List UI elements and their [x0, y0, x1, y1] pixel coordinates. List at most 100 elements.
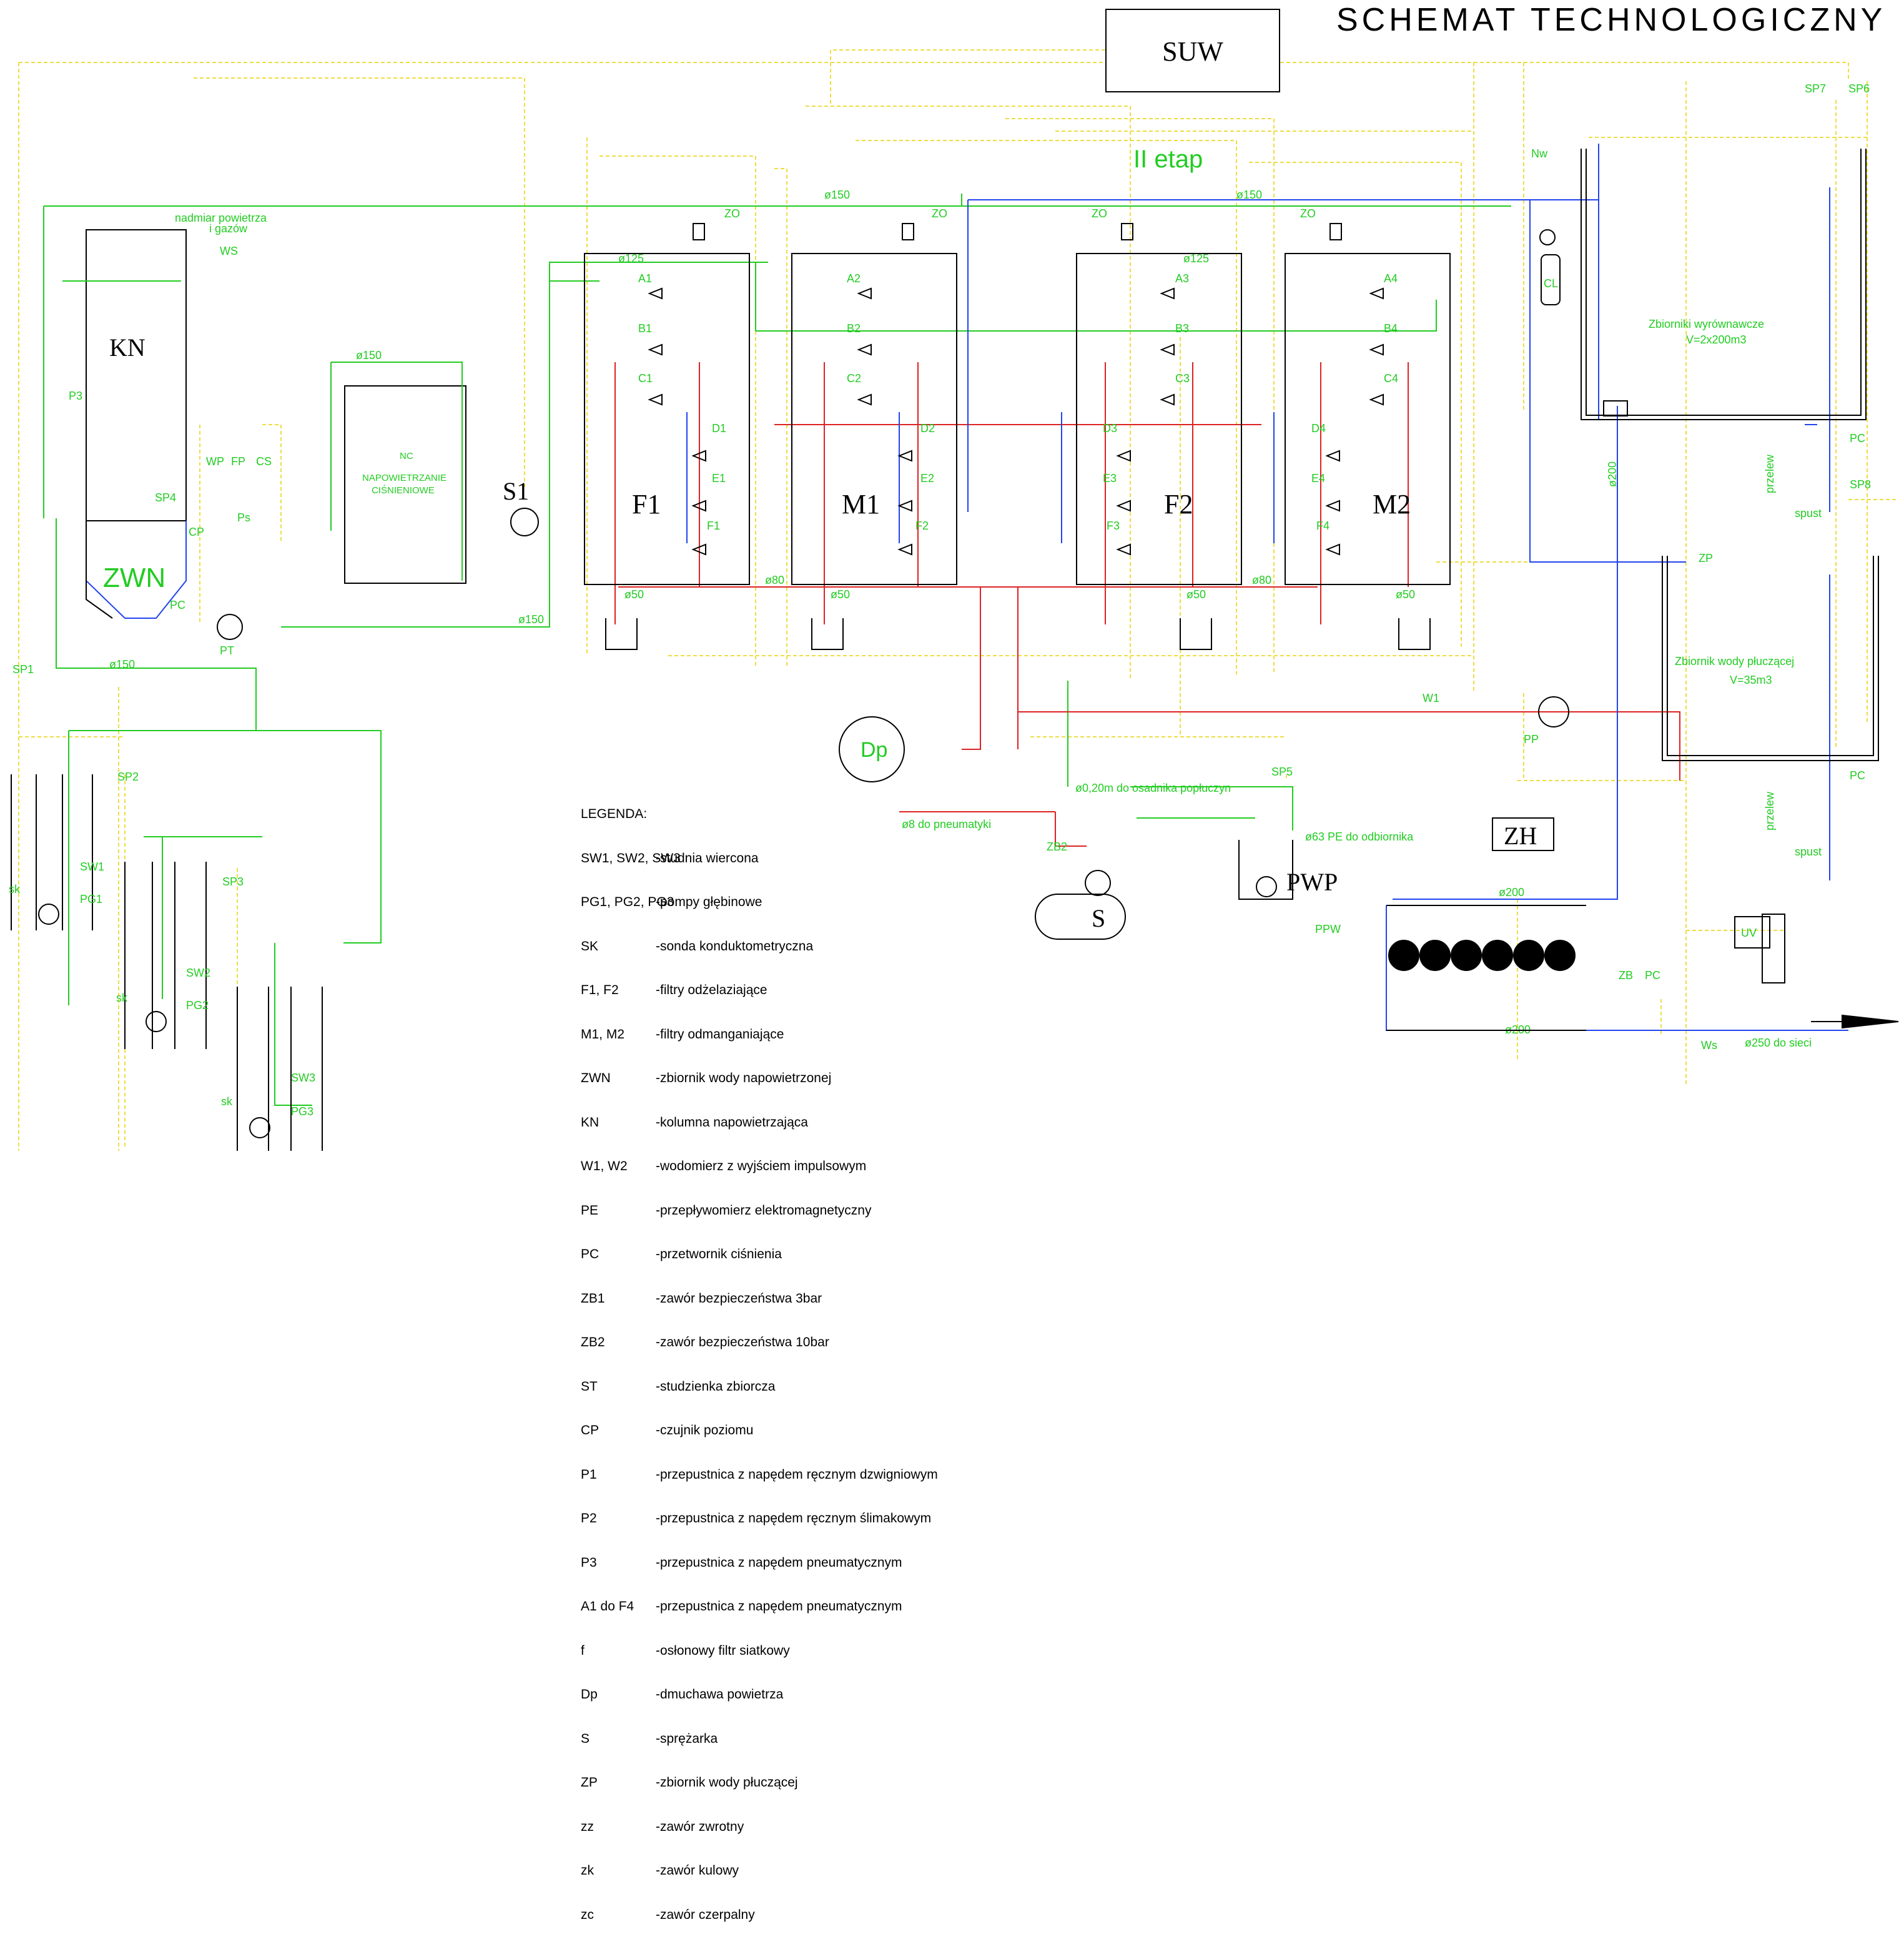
page-title: SCHEMAT TECHNOLOGICZNY: [1336, 2, 1887, 38]
to-network-label: ø250 do sieci: [1745, 1037, 1812, 1049]
d50-m1: ø50: [831, 588, 850, 601]
legend-row: SK-sonda konduktometryczna: [581, 939, 814, 954]
valve-labels-m2: A4 B4 C4 D4 E4 F4: [1311, 272, 1398, 532]
legend-row: CP-czujnik poziomu: [581, 1423, 754, 1437]
filter-name-f1[interactable]: F1: [632, 489, 661, 520]
dp-label: Dp: [861, 738, 887, 762]
cs-label: CS: [256, 455, 272, 468]
stage-ii-zone: II etap: [1133, 145, 1203, 173]
overflow-label-2: przelew: [1763, 791, 1776, 830]
sp3-label: SP3: [222, 875, 244, 888]
suw-control-box[interactable]: SUW: [1105, 9, 1280, 92]
valve-d4[interactable]: D4: [1311, 422, 1326, 435]
cp-label-zwn: CP: [189, 526, 204, 538]
tank-texts: Zbiorniki wyrównawcze V=2x200m3 Zbiornik…: [1531, 82, 1871, 858]
valve-d3[interactable]: D3: [1103, 422, 1117, 435]
red-wash-lines: [614, 362, 1680, 847]
pc-label-out: PC: [1645, 969, 1660, 982]
sw2-label: SW2: [186, 967, 210, 979]
legend-row: LEGENDA:: [581, 807, 648, 821]
zh-pump-station: ZH PP W1 ZB PC UV Ws ø250 do sieci: [1386, 692, 1899, 1052]
legend-row: P3-przepustnica z napędem pneumatycznym: [581, 1555, 902, 1570]
pipe-diameter-labels: ø150 ø150 ø125 ø125 ø150 ø150 ø150 ø80 ø…: [109, 189, 1619, 1036]
valve-a3[interactable]: A3: [1175, 272, 1189, 285]
filter-f1: [584, 253, 750, 585]
pg3-label: PG3: [291, 1105, 313, 1118]
filter-f2: [1076, 253, 1242, 585]
pg1-label: PG1: [80, 893, 102, 905]
valve-e1[interactable]: E1: [712, 472, 726, 485]
legend-row: zz-zawór zwrotny: [581, 1819, 744, 1834]
valve-c1[interactable]: C1: [638, 372, 653, 385]
p3-label: P3: [69, 390, 82, 402]
legend-row: PE-przepływomierz elektromagnetyczny: [581, 1203, 872, 1218]
valve-e3[interactable]: E3: [1103, 472, 1117, 485]
d150-top2: ø150: [1236, 189, 1262, 201]
valve-b1[interactable]: B1: [638, 322, 652, 335]
overflow-label-1: przelew: [1763, 454, 1776, 493]
filter-m2: [1285, 253, 1451, 585]
valve-d2[interactable]: D2: [920, 422, 935, 435]
legend-row: S-sprężarka: [581, 1731, 718, 1746]
valve-f1[interactable]: F1: [707, 520, 720, 532]
valve-symbols: [648, 223, 1384, 556]
ws-label: WS: [220, 245, 238, 257]
sp7-label: SP7: [1805, 82, 1826, 95]
valve-c3[interactable]: C3: [1175, 372, 1190, 385]
pwp-section: PWP ø63 PE do odbiornika PPW: [1238, 830, 1414, 935]
filter-name-f2[interactable]: F2: [1164, 489, 1193, 520]
filters-group: F1 M1 F2 M2: [584, 253, 1451, 650]
valve-a2[interactable]: A2: [847, 272, 861, 285]
legend-row: ZP-zbiornik wody płuczącej: [581, 1775, 798, 1790]
valve-f3[interactable]: F3: [1107, 520, 1120, 532]
valve-a4[interactable]: A4: [1384, 272, 1398, 285]
d150-well: ø150: [109, 658, 135, 671]
kn-label: KN: [109, 333, 146, 362]
green-air-lines: [43, 194, 1511, 1106]
valve-e4[interactable]: E4: [1311, 472, 1325, 485]
pp-label: PP: [1524, 733, 1539, 746]
valve-c2[interactable]: C2: [847, 372, 861, 385]
valve-f2[interactable]: F2: [915, 520, 929, 532]
uv-label: UV: [1741, 927, 1757, 939]
legend-row: ZWN-zbiornik wody napowietrzonej: [581, 1071, 832, 1085]
fp-label: FP: [231, 455, 245, 468]
sp6-label: SP6: [1848, 82, 1870, 95]
valve-b2[interactable]: B2: [847, 322, 861, 335]
pc-label-zwn: PC: [170, 599, 185, 611]
valve-b4[interactable]: B4: [1384, 322, 1398, 335]
sp8-label: SP8: [1850, 478, 1871, 491]
legend-row: ZB1-zawór bezpieczeństwa 3bar: [581, 1291, 822, 1306]
ps-label: Ps: [237, 511, 250, 524]
valve-labels-m1: A2 B2 C2 D2 E2 F2: [847, 272, 935, 532]
tanks-title: Zbiorniki wyrównawcze: [1649, 318, 1764, 330]
sp2-label: SP2: [117, 771, 139, 783]
legend-row: zk-zawór kulowy: [581, 1863, 739, 1878]
valve-c4[interactable]: C4: [1384, 372, 1398, 385]
valve-e2[interactable]: E2: [920, 472, 934, 485]
zp-label: ZP: [1699, 552, 1713, 564]
d200-vertical: ø200: [1606, 461, 1619, 487]
nadmiar-label: nadmiar powietrza: [175, 212, 267, 224]
wells-section: [11, 774, 323, 1151]
wash-water-tank: [1662, 556, 1879, 761]
zh-label: ZH: [1504, 822, 1537, 850]
napowietrzanie-label: NAPOWIETRZANIE: [362, 473, 446, 483]
valve-f4[interactable]: F4: [1316, 520, 1329, 532]
wash-tank-volume: V=35m3: [1730, 674, 1772, 686]
zb-label: ZB: [1619, 969, 1633, 982]
ppw-label: PPW: [1315, 923, 1341, 935]
filter-name-m2[interactable]: M2: [1373, 489, 1411, 520]
valve-a1[interactable]: A1: [638, 272, 652, 285]
legend-row: KN-kolumna napowietrzająca: [581, 1115, 808, 1130]
legend-row: M1, M2-filtry odmanganiające: [581, 1027, 784, 1042]
valve-d1[interactable]: D1: [712, 422, 726, 435]
wp-label: WP: [206, 455, 224, 468]
valve-b3[interactable]: B3: [1175, 322, 1189, 335]
zwn-label: ZWN: [103, 563, 165, 593]
pg2-label: PG2: [186, 999, 209, 1012]
filter-name-m1[interactable]: M1: [842, 489, 880, 520]
legend-row: P1-przepustnica z napędem ręcznym dzwign…: [581, 1467, 938, 1482]
sk-label-2: sk: [116, 992, 128, 1004]
process-diagram: KN ZWN NC NAPOWIETRZANIE CIŚNIENIOWE S1 …: [9, 49, 1899, 1151]
